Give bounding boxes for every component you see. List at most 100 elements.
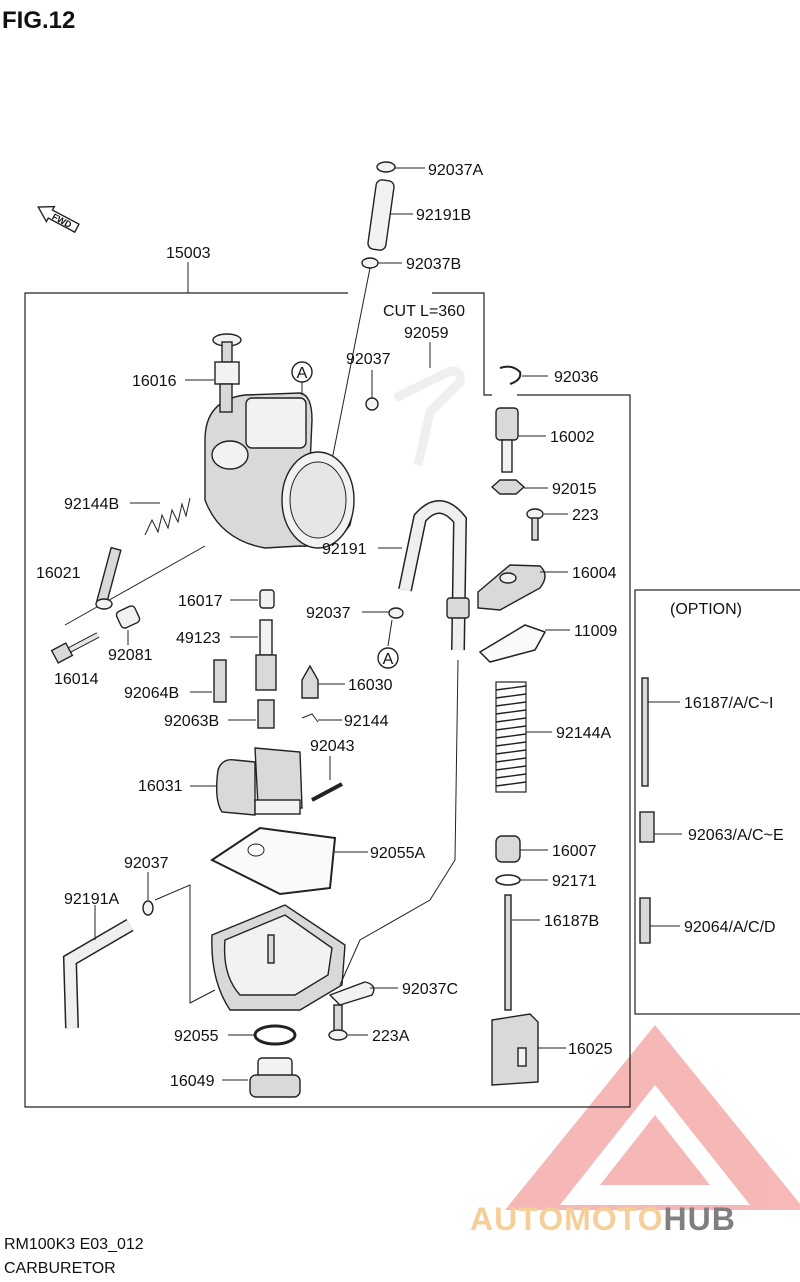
label-92144: 92144 <box>344 713 389 730</box>
label-16004: 16004 <box>572 565 617 582</box>
assembly-frame <box>24 262 631 1108</box>
label-92191a: 92191A <box>64 891 119 908</box>
part-hose-92191a <box>62 905 134 1029</box>
label-92171: 92171 <box>552 873 597 890</box>
footer-name: CARBURETOR <box>4 1260 116 1277</box>
label-16002: 16002 <box>550 429 595 446</box>
label-223a: 223A <box>372 1028 410 1045</box>
svg-text:A: A <box>383 651 394 668</box>
part-adjuster-16016 <box>185 333 242 413</box>
label-92037a: 92037A <box>428 162 483 179</box>
label-92037-mid: 92037 <box>306 605 351 622</box>
part-o-ring-92055 <box>253 1024 297 1046</box>
part-spring-92081 <box>115 605 141 645</box>
label-223: 223 <box>572 507 599 524</box>
label-92059: 92059 <box>404 325 449 342</box>
label-16021: 16021 <box>36 565 81 582</box>
label-16016: 16016 <box>132 373 177 390</box>
svg-text:AUTOMOTOHUB: AUTOMOTOHUB <box>470 1201 736 1237</box>
label-option-92063: 92063/A/C~E <box>688 827 784 844</box>
watermark-text-hub: HUB <box>663 1201 735 1237</box>
part-jet-16017 <box>230 589 275 609</box>
part-float-16031 <box>190 747 303 816</box>
fwd-arrow-icon: FWD <box>37 205 80 234</box>
part-screw-16021 <box>95 546 122 610</box>
part-option-jet-92063 <box>639 811 682 843</box>
label-92191b: 92191B <box>416 207 471 224</box>
callout-a-bottom: A <box>377 647 399 669</box>
label-92037-top: 92037 <box>346 351 391 368</box>
label-92055: 92055 <box>174 1028 219 1045</box>
watermark-text-automoto: AUTOMOTO <box>470 1201 663 1237</box>
label-92043: 92043 <box>310 738 355 755</box>
part-float-bowl <box>211 904 346 1011</box>
footer-code: RM100K3 E03_012 <box>4 1236 144 1253</box>
label-16007: 16007 <box>552 843 597 860</box>
part-clip-92037a <box>376 161 425 173</box>
part-clip-92037-low <box>142 872 216 1004</box>
label-16017: 16017 <box>178 593 223 610</box>
part-carburetor-body <box>64 392 355 626</box>
label-16025: 16025 <box>568 1041 613 1058</box>
label-92144b: 92144B <box>64 496 119 513</box>
part-needle-jet-49123 <box>230 619 277 691</box>
part-clip-92037-mid <box>362 607 404 647</box>
part-throttle-valve-16025 <box>491 1013 566 1086</box>
part-option-jet-92064 <box>639 897 680 944</box>
label-92144a: 92144A <box>556 725 611 742</box>
label-15003: 15003 <box>166 245 211 262</box>
part-clip-92036 <box>499 365 548 385</box>
label-92055a: 92055A <box>370 845 425 862</box>
part-bracket-92037c <box>328 659 459 1006</box>
part-clip-92171 <box>495 874 548 886</box>
figure-title: FIG.12 <box>2 7 75 34</box>
label-92037-low: 92037 <box>124 855 169 872</box>
part-nut-92015 <box>490 479 548 495</box>
part-jet-92063b <box>228 699 275 729</box>
part-plug-16049 <box>222 1057 301 1098</box>
label-49123: 49123 <box>176 630 221 647</box>
label-92081: 92081 <box>108 647 153 664</box>
part-spring-92144b <box>130 497 191 536</box>
label-option-16187: 16187/A/C~I <box>684 695 773 712</box>
label-92191: 92191 <box>322 541 367 558</box>
option-title: (OPTION) <box>670 601 742 618</box>
label-92037b: 92037B <box>406 256 461 273</box>
leader-line <box>329 267 371 471</box>
part-cap-16004 <box>477 564 568 611</box>
label-11009: 11009 <box>574 623 617 640</box>
label-16014: 16014 <box>54 671 99 688</box>
part-pin-92043 <box>311 756 343 802</box>
label-16030: 16030 <box>348 677 393 694</box>
part-spring-92144a <box>495 681 552 793</box>
label-16049: 16049 <box>170 1073 215 1090</box>
label-16031: 16031 <box>138 778 183 795</box>
part-labels: 92037A 92191B 92037B 15003 CUT L=360 920… <box>36 162 784 1090</box>
part-option-needle <box>641 677 680 787</box>
part-gasket-11009 <box>478 624 570 663</box>
label-92036: 92036 <box>554 369 599 386</box>
part-screw-223a <box>328 1004 368 1041</box>
part-hose-92191 <box>378 500 470 651</box>
part-clip-92037 <box>365 370 379 411</box>
part-adjuster-16002 <box>495 407 546 473</box>
part-jet-92064b <box>190 659 227 703</box>
label-16187b: 16187B <box>544 913 599 930</box>
label-cut-length: CUT L=360 <box>383 303 465 320</box>
label-92064b: 92064B <box>124 685 179 702</box>
part-screw-16014 <box>50 632 100 664</box>
callout-a-top: A <box>291 361 313 395</box>
label-92037c: 92037C <box>402 981 458 998</box>
part-screw-223 <box>526 508 568 541</box>
part-holder-16007 <box>495 835 548 863</box>
label-option-92064: 92064/A/C/D <box>684 919 776 936</box>
part-clip-92037b <box>361 257 402 269</box>
part-tube-92059 <box>393 342 465 466</box>
label-92063b: 92063B <box>164 713 219 730</box>
part-gasket-92055a <box>210 826 368 896</box>
watermark: AUTOMOTOHUB <box>470 1025 800 1237</box>
part-clip-92144 <box>301 713 342 723</box>
svg-text:A: A <box>297 365 308 382</box>
part-needle-16187b <box>504 894 540 1011</box>
part-valve-16030 <box>301 664 345 699</box>
